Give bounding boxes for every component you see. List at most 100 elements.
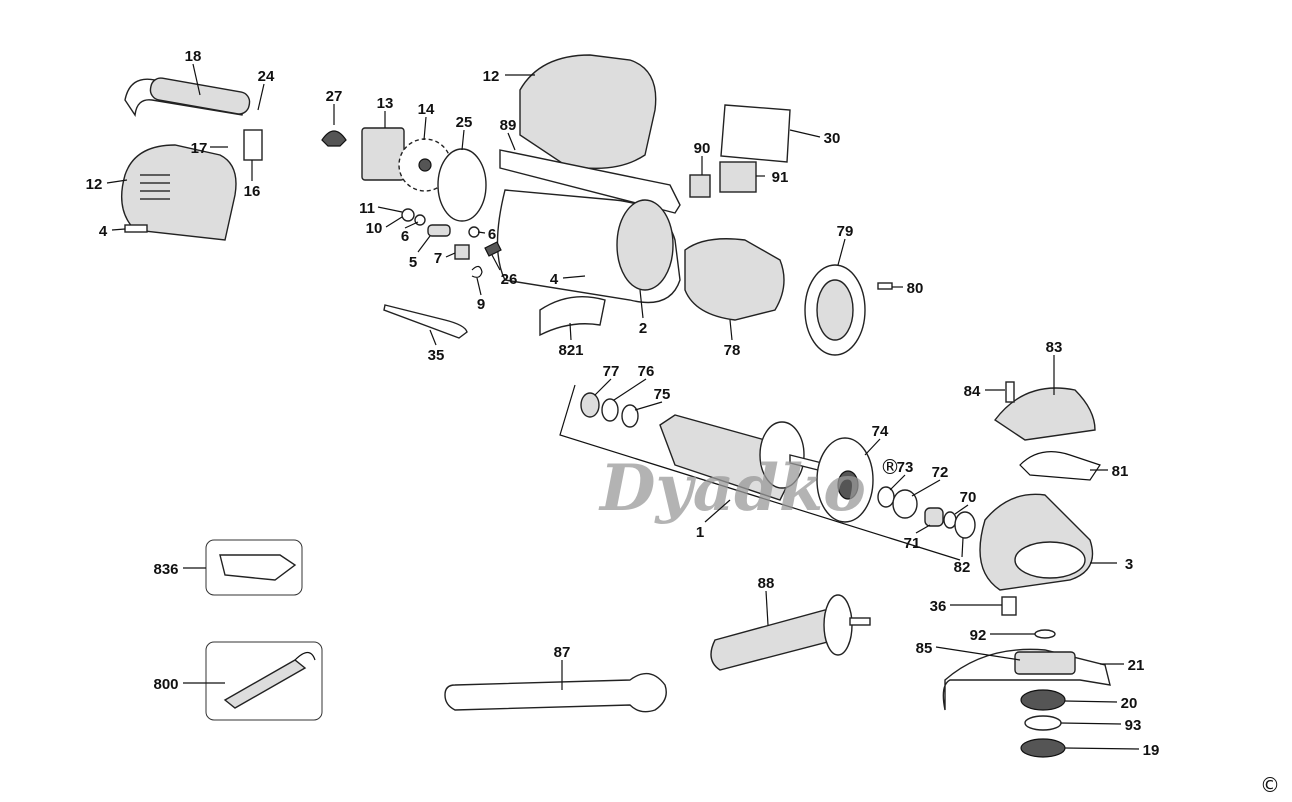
- part-26: [484, 241, 502, 257]
- part-washer-75: [621, 404, 639, 428]
- callout-21: 21: [1128, 657, 1145, 674]
- part-label-30: [720, 104, 791, 163]
- part-cable-kit-800: [223, 659, 307, 709]
- callout-11: 11: [359, 200, 375, 217]
- part-switch-lever-35: [383, 304, 468, 339]
- callout-5: 5: [409, 254, 417, 271]
- callout-82: 82: [954, 559, 971, 576]
- callout-81: 81: [1112, 463, 1129, 480]
- callout-12-rear: 12: [86, 176, 103, 193]
- part-screw-36: [1001, 596, 1017, 616]
- registered-mark: ®: [880, 455, 900, 479]
- callout-836: 836: [153, 561, 178, 578]
- part-label-821: [539, 295, 606, 337]
- callout-12-top: 12: [483, 68, 500, 85]
- part-71: [924, 507, 944, 527]
- callout-3: 3: [1125, 556, 1133, 573]
- callout-35: 35: [428, 347, 445, 364]
- part-washer-93: [1024, 715, 1062, 731]
- callout-30: 30: [824, 130, 841, 147]
- callout-4-rear: 4: [99, 223, 108, 240]
- callout-labels: 18 24 27 13 14 25 12 89 30 90 91 17 16 1…: [86, 48, 1160, 759]
- parts: [121, 54, 1111, 758]
- callout-16: 16: [244, 183, 261, 200]
- copyright-icon: ©: [1260, 773, 1280, 797]
- callout-78: 78: [724, 342, 741, 359]
- part-brush-27: [321, 130, 347, 147]
- callout-71: 71: [904, 535, 921, 552]
- part-stator-78: [684, 238, 785, 321]
- callout-84: 84: [964, 383, 981, 400]
- part-6a: [414, 214, 426, 226]
- part-cover-83: [993, 387, 1096, 441]
- callout-26: 26: [501, 271, 518, 288]
- callout-18: 18: [185, 48, 202, 65]
- callout-36: 36: [930, 598, 947, 615]
- callout-9: 9: [477, 296, 485, 313]
- part-side-handle-88: [710, 609, 837, 671]
- part-top-housing-12: [519, 54, 657, 169]
- part-side-handle-flange: [823, 594, 853, 656]
- part-90: [689, 174, 711, 198]
- part-gear-head-spindle: [1014, 541, 1086, 579]
- callout-25: 25: [456, 114, 473, 131]
- part-9: [471, 265, 483, 278]
- callout-6a: 6: [401, 228, 409, 245]
- part-spring-81: [1019, 451, 1101, 481]
- callout-19: 19: [1143, 742, 1160, 759]
- callout-10: 10: [366, 220, 383, 237]
- callout-2: 2: [639, 320, 647, 337]
- callout-80: 80: [907, 280, 924, 297]
- callout-821: 821: [558, 342, 583, 359]
- part-73: [877, 486, 895, 508]
- part-armature-bracket: [559, 384, 961, 561]
- callout-7: 7: [434, 250, 442, 267]
- callout-24: 24: [258, 68, 275, 85]
- callout-27: 27: [326, 88, 343, 105]
- part-end-plate-inner: [816, 279, 854, 341]
- part-spanner-87: [444, 672, 667, 713]
- callout-88: 88: [758, 575, 775, 592]
- housing-vents: [140, 174, 170, 200]
- part-nut-19: [1020, 738, 1066, 758]
- part-screw-84: [1005, 381, 1015, 403]
- part-guard-clamp: [1014, 651, 1076, 675]
- part-70: [943, 511, 957, 529]
- part-washer-76: [601, 398, 619, 422]
- callout-74: 74: [872, 423, 889, 440]
- part-baffle-25: [437, 148, 487, 222]
- callout-73: 73: [897, 459, 914, 476]
- callout-76: 76: [638, 363, 655, 380]
- callout-72: 72: [932, 464, 949, 481]
- part-flange-20: [1020, 689, 1066, 711]
- part-washer-92: [1034, 629, 1056, 639]
- callout-4-motor: 4: [550, 271, 559, 288]
- part-motor-housing-opening: [616, 199, 674, 291]
- callout-87: 87: [554, 644, 571, 661]
- callout-79: 79: [837, 223, 854, 240]
- callout-92: 92: [970, 627, 987, 644]
- callout-1: 1: [696, 524, 704, 541]
- part-82: [954, 511, 976, 539]
- callout-90: 90: [694, 140, 711, 157]
- part-6b: [468, 226, 480, 238]
- part-switch-13: [361, 127, 405, 181]
- part-brush-kit-836: [219, 554, 297, 581]
- part-10: [401, 208, 415, 222]
- callout-89: 89: [500, 117, 517, 134]
- callout-91: 91: [772, 169, 789, 186]
- part-screw-4: [124, 224, 148, 233]
- part-commutator: [759, 421, 805, 489]
- callout-13: 13: [377, 95, 394, 112]
- part-side-handle-stud: [849, 617, 871, 626]
- leader-lines: [106, 63, 1140, 750]
- callout-17: 17: [191, 140, 208, 157]
- part-baffle-74-inner: [837, 470, 859, 500]
- part-7: [454, 244, 470, 260]
- callout-70: 70: [960, 489, 977, 506]
- callout-20: 20: [1121, 695, 1138, 712]
- part-cable-kit-wire: [294, 651, 316, 661]
- part-rear-housing: [121, 144, 237, 241]
- callout-77: 77: [603, 363, 620, 380]
